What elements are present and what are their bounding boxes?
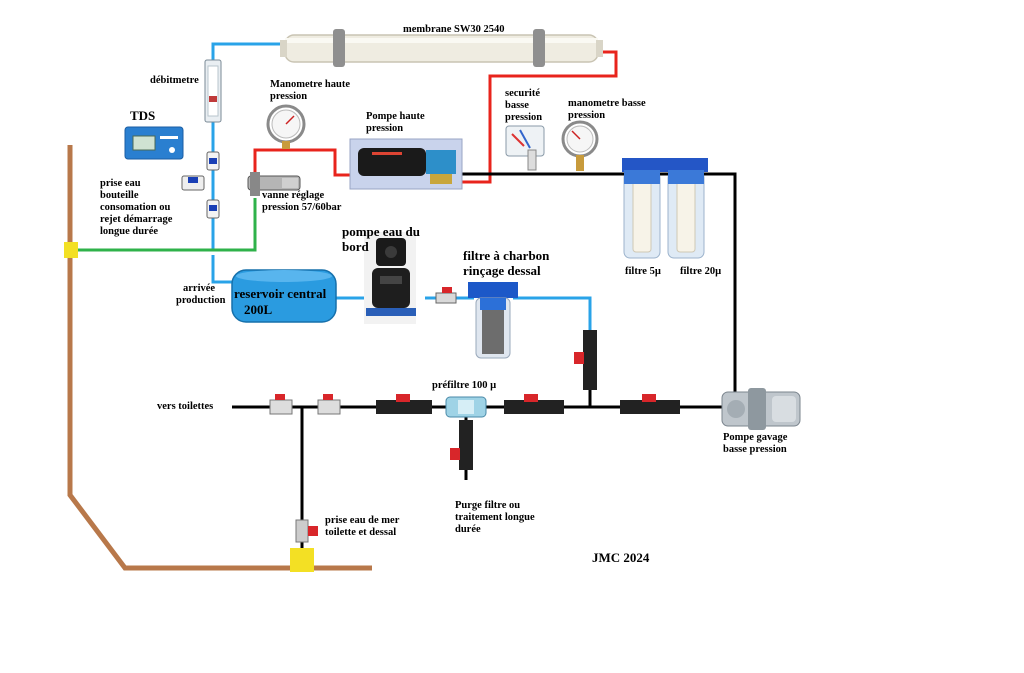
purge-label-3: durée	[455, 524, 481, 535]
sea-intake-label-1: prise eau de mer	[325, 515, 400, 526]
low-gauge-label-1: manometre basse	[568, 98, 646, 109]
tap-label-5: longue durée	[100, 226, 159, 237]
carbon-filter-icon	[468, 282, 518, 359]
low-pressure-gauge-icon	[561, 120, 599, 171]
twin-filter-housing-icon	[622, 158, 708, 259]
product-inlet-label-1: arrivée	[183, 283, 216, 294]
purge-label-2: traitement longue	[455, 512, 535, 523]
tap-label-4: rejet démarrage	[100, 214, 173, 225]
valve-label-1: vanne réglage	[262, 190, 325, 201]
boat-pump-label-2: bord	[342, 239, 369, 254]
pressure-switch-icon	[505, 125, 545, 171]
switch-label-3: pression	[505, 112, 543, 123]
water-tank-icon	[231, 269, 337, 323]
credit-label: JMC 2024	[592, 550, 650, 565]
carbon-filter-label-1: filtre à charbon	[463, 248, 550, 263]
carbon-filter-label-2: rinçage dessal	[463, 263, 541, 278]
filter-20-label: filtre 20µ	[680, 266, 722, 277]
thru-hull-fitting-icon	[64, 242, 78, 258]
tap-label-3: consomation ou	[100, 202, 171, 213]
tap-label-1: prise eau	[100, 178, 141, 189]
prefilter-icon	[445, 396, 487, 418]
tds-label: TDS	[130, 108, 156, 123]
flowmeter-icon	[204, 59, 222, 123]
tds-meter-icon	[124, 126, 184, 160]
red-pipes	[253, 50, 618, 184]
high-pressure-pump-icon	[349, 138, 463, 190]
prefilter-label: préfiltre 100 µ	[432, 380, 497, 391]
product-inlet-label-2: production	[176, 295, 226, 306]
switch-label-1: securité	[505, 88, 540, 99]
purge-label-1: Purge filtre ou	[455, 500, 521, 511]
vertical-valve-icon	[574, 330, 597, 390]
filter-5-label: filtre 5µ	[625, 266, 661, 277]
feed-pump-label-1: Pompe gavage	[723, 432, 788, 443]
sea-line-valves	[269, 394, 680, 415]
toilets-label: vers toilettes	[157, 401, 214, 412]
valve-label-2: pression 57/60bar	[262, 202, 342, 213]
pressure-gauge-icon	[266, 104, 306, 149]
tank-label-1: reservoir central	[234, 286, 327, 301]
water-pump-icon	[364, 232, 416, 324]
switch-label-2: basse	[505, 100, 529, 111]
hull-outline	[67, 145, 372, 571]
green-pipe	[78, 198, 257, 252]
low-gauge-label-2: pression	[568, 110, 606, 121]
membrane-label: membrane SW30 2540	[403, 24, 505, 35]
high-gauge-label-1: Manometre haute	[270, 79, 350, 90]
boat-pump-label-1: pompe eau du	[342, 224, 421, 239]
tank-label-2: 200L	[244, 302, 273, 317]
product-line-valves	[181, 151, 220, 219]
sea-cock-icon	[290, 548, 314, 572]
hp-pump-label-1: Pompe haute	[366, 111, 425, 122]
high-gauge-label-2: pression	[270, 91, 308, 102]
pressure-valve-icon	[247, 172, 301, 196]
hp-pump-label-2: pression	[366, 123, 404, 134]
ball-valve-icon	[435, 287, 457, 304]
feed-pump-icon	[721, 388, 801, 430]
membrane-icon	[280, 29, 603, 67]
sea-intake-label-2: toilette et dessal	[325, 527, 397, 538]
purge-valve-icon	[450, 420, 473, 470]
feed-pump-label-2: basse pression	[723, 444, 787, 455]
sea-intake-valve-icon	[295, 519, 318, 543]
tap-label-2: bouteille	[100, 190, 139, 201]
flowmeter-label: débitmetre	[150, 75, 199, 86]
